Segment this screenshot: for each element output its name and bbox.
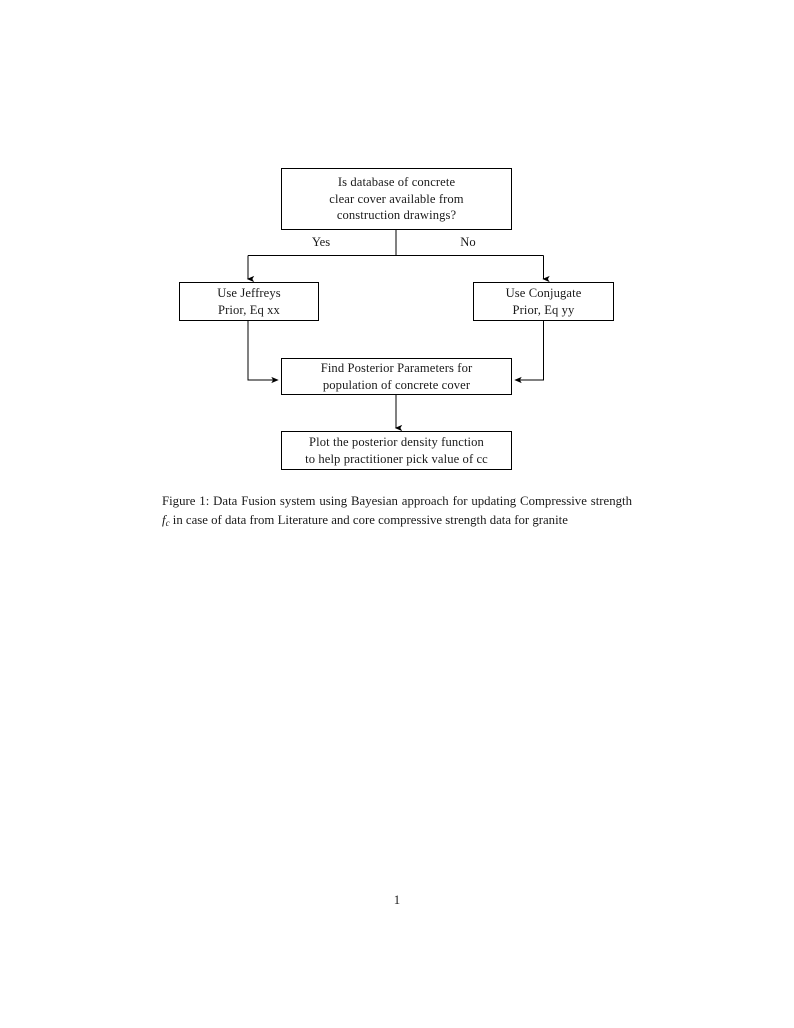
flow-node-posterior-line-2: population of concrete cover [322, 377, 471, 392]
edge-conjugate-to-posterior [514, 321, 544, 384]
figure-caption-label: Figure 1: [162, 494, 210, 508]
figure-caption-math-subscript: c [165, 518, 170, 529]
flowchart-connectors [246, 230, 550, 432]
flow-node-jeffreys-line-1: Use Jeffreys [217, 286, 281, 300]
flow-node-posterior-line-1: Find Posterior Parameters for [320, 361, 473, 375]
branch-label-yes: Yes [311, 235, 331, 249]
flow-node-conjugate-line-2: Prior, Eq yy [512, 302, 575, 317]
flow-node-question[interactable]: Is database of concrete clear cover avai… [281, 168, 512, 230]
flow-node-conjugate-line-1: Use Conjugate [505, 286, 582, 300]
edge-jeffreys-to-posterior [247, 321, 279, 384]
figure-caption-math-symbol: f [162, 513, 166, 528]
figure-caption-text-before: Data Fusion system using Bayesian approa… [209, 494, 632, 508]
flow-node-question-line-1: Is database of concrete [337, 175, 456, 190]
flow-node-conjugate-prior[interactable]: Use Conjugate Prior, Eq yy [473, 282, 614, 321]
flow-node-find-posterior[interactable]: Find Posterior Parameters for population… [281, 358, 512, 395]
page-number: 1 [393, 893, 401, 907]
flow-node-plot-line-1: Plot the posterior density function [309, 435, 484, 449]
figure-caption: Figure 1: Data Fusion system using Bayes… [162, 492, 632, 533]
branch-label-no: No [460, 235, 476, 249]
flow-node-jeffreys-line-2: Prior, Eq xx [218, 302, 280, 317]
flow-node-plot-density[interactable]: Plot the posterior density function to h… [281, 431, 512, 470]
flow-node-question-line-2: clear cover available from [329, 191, 464, 206]
flow-node-jeffreys-prior[interactable]: Use Jeffreys Prior, Eq xx [179, 282, 319, 321]
figure-1: Is database of concrete clear cover avai… [0, 0, 794, 490]
figure-caption-text-after: in case of data from Literature and core… [169, 513, 568, 528]
flow-node-question-line-3: construction drawings? [336, 208, 457, 223]
flow-node-plot-line-2: to help practitioner pick value of cc [305, 451, 488, 466]
